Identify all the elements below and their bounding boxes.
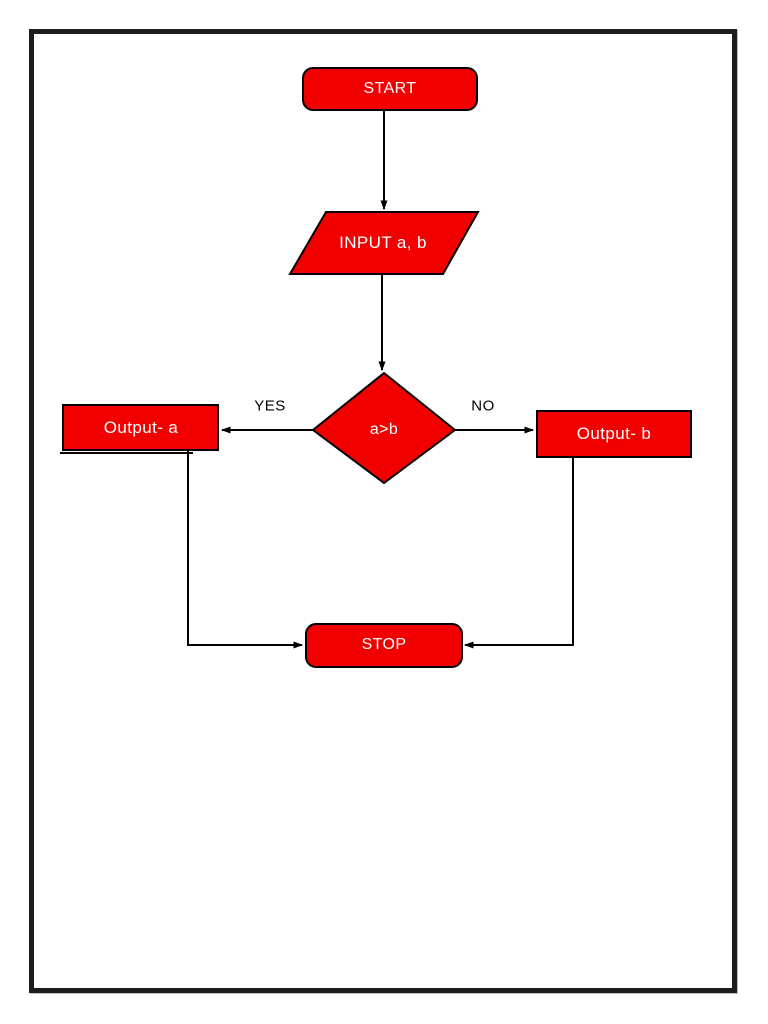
input-parallelogram-shape (288, 211, 480, 275)
page-border-frame (29, 29, 737, 993)
stop-node-shape (305, 623, 463, 668)
connector-output-b-to-stop (464, 457, 574, 649)
start-node-shape (302, 67, 478, 111)
output-b-node-shape (536, 410, 692, 458)
output-a-node-shape (62, 404, 219, 451)
decision-diamond-shape (311, 371, 457, 485)
connector-output-a-to-stop (187, 450, 303, 649)
